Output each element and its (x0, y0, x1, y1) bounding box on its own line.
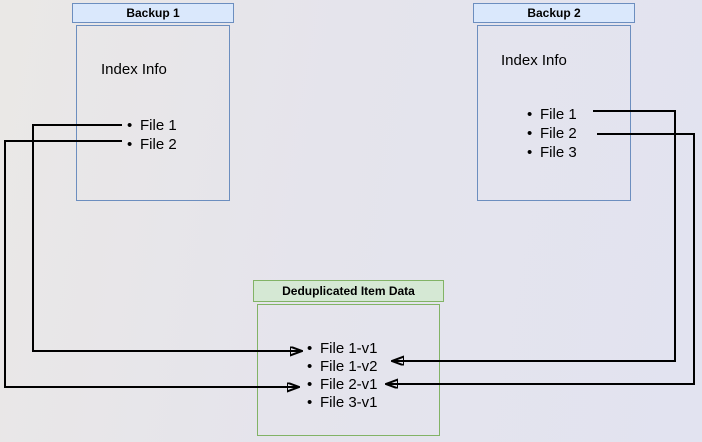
backup2-item-file3: File 3 (540, 144, 577, 161)
bullet-icon: • (307, 394, 313, 411)
backup2-title: Backup 2 (527, 6, 581, 20)
backup2-index-info-label: Index Info (501, 52, 567, 69)
bullet-icon: • (527, 125, 533, 142)
bullet-icon: • (127, 136, 133, 153)
list-item: • File 1-v1 (307, 340, 378, 358)
list-item: • File 2 (527, 125, 577, 143)
list-item: • File 2-v1 (307, 376, 378, 394)
bullet-icon: • (307, 376, 313, 393)
list-item: • File 1-v2 (307, 358, 378, 376)
list-item: • File 3-v1 (307, 394, 378, 412)
bullet-icon: • (527, 144, 533, 161)
dedup-item-file1-v1: File 1-v1 (320, 340, 378, 357)
backup2-item-file2: File 2 (540, 125, 577, 142)
bullet-icon: • (127, 117, 133, 134)
list-item: • File 1 (527, 106, 577, 124)
dedup-item-file3-v1: File 3-v1 (320, 394, 378, 411)
bullet-icon: • (527, 106, 533, 123)
backup1-header: Backup 1 (72, 3, 234, 23)
backup1-body (76, 25, 230, 201)
list-item: • File 3 (527, 144, 577, 162)
backup1-index-info-label: Index Info (101, 61, 167, 78)
list-item: • File 1 (127, 117, 177, 135)
backup2-item-file1: File 1 (540, 106, 577, 123)
bullet-icon: • (307, 340, 313, 357)
backup2-header: Backup 2 (473, 3, 635, 23)
dedup-item-file2-v1: File 2-v1 (320, 376, 378, 393)
dedup-title: Deduplicated Item Data (282, 284, 415, 298)
dedup-item-file1-v2: File 1-v2 (320, 358, 378, 375)
backup1-title: Backup 1 (126, 6, 180, 20)
backup1-item-file1: File 1 (140, 117, 177, 134)
backup1-item-file2: File 2 (140, 136, 177, 153)
bullet-icon: • (307, 358, 313, 375)
list-item: • File 2 (127, 136, 177, 154)
dedup-header: Deduplicated Item Data (253, 280, 444, 302)
